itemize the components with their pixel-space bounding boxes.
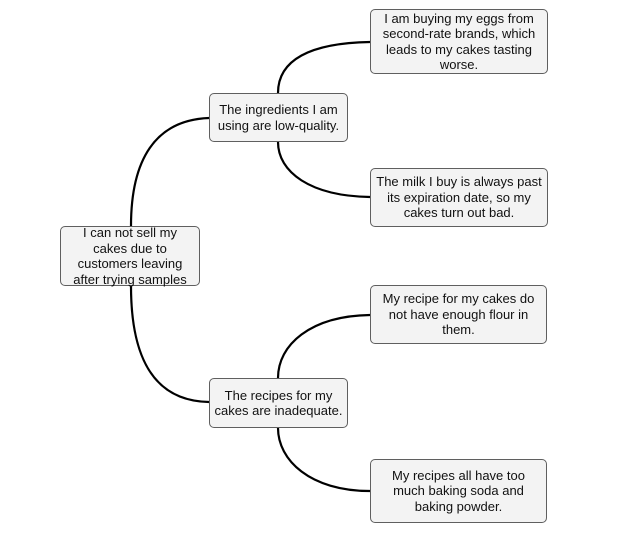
sub-cause-flour-text: My recipe for my cakes do not have enoug…: [382, 291, 535, 338]
connector-root-to-recipes: [129, 284, 211, 404]
connector-root-to-ingredients: [129, 116, 211, 228]
connector-ingredients-to-milk: [276, 140, 372, 199]
sub-cause-node-flour: My recipe for my cakes do not have enoug…: [370, 285, 547, 344]
sub-cause-node-baking-soda: My recipes all have too much baking soda…: [370, 459, 547, 523]
sub-cause-milk-text: The milk I buy is always past its expira…: [376, 174, 542, 221]
connector-recipes-to-flour: [276, 313, 372, 380]
sub-cause-node-eggs: I am buying my eggs from second-rate bra…: [370, 9, 548, 74]
sub-cause-eggs-text: I am buying my eggs from second-rate bra…: [382, 10, 536, 73]
sub-cause-node-milk: The milk I buy is always past its expira…: [370, 168, 548, 227]
cause-node-ingredients: The ingredients I am using are low-quali…: [209, 93, 348, 142]
root-problem-node: I can not sell my cakes due to customers…: [60, 225, 200, 287]
cause-node-recipes: The recipes for my cakes are inadequate.: [209, 378, 348, 428]
cause-recipes-text: The recipes for my cakes are inadequate.: [214, 387, 343, 419]
cause-ingredients-text: The ingredients I am using are low-quali…: [217, 102, 340, 133]
root-problem-text: I can not sell my cakes due to customers…: [73, 225, 187, 287]
connector-ingredients-to-eggs: [276, 40, 372, 95]
sub-cause-baking-soda-text: My recipes all have too much baking soda…: [392, 467, 525, 514]
connector-recipes-to-baking-soda: [276, 426, 372, 493]
